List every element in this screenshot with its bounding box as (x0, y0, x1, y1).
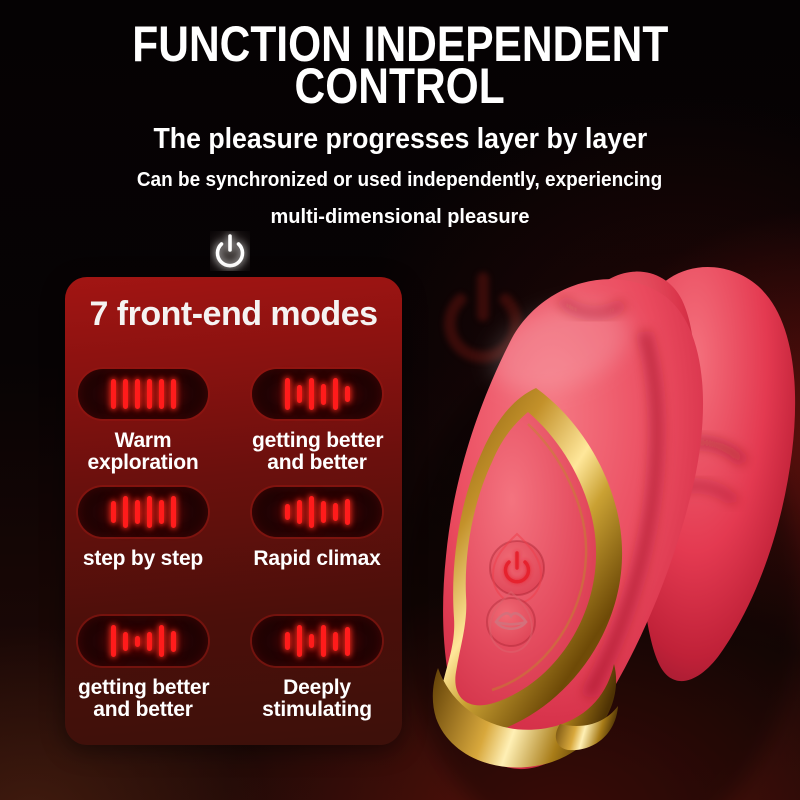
power-icon (215, 234, 245, 268)
power-button-icon (503, 551, 531, 584)
page-title-line2: CONTROL (294, 58, 506, 114)
waveform-icon (78, 487, 208, 537)
gold-frame (439, 388, 623, 737)
waveform-icon (78, 369, 208, 419)
mode-label: step by step (82, 547, 204, 570)
mode-rapid-climax: Rapid climax (252, 487, 382, 570)
waveform-icon (78, 616, 208, 666)
page-subtitle: The pleasure progresses layer by layer (153, 123, 647, 155)
mode-step-by-step: step by step (78, 487, 208, 570)
panel-heading: 7 front-end modes (89, 295, 378, 333)
product-lips-button (486, 590, 536, 654)
waveform-icon (252, 616, 382, 666)
lips-icon (494, 612, 528, 631)
mode-label: Rapid climax (253, 547, 381, 570)
page-title-line1: FUNCTION INDEPENDENT (131, 16, 668, 72)
product-face (455, 412, 597, 706)
product-back-lobe (640, 267, 796, 682)
description-line1: Can be synchronized or used independentl… (137, 169, 663, 191)
product-power-button (489, 532, 545, 605)
product-mid-lobe (585, 271, 695, 598)
waveform-icon (252, 369, 382, 419)
gold-flourish (432, 664, 617, 768)
power-watermark-icon (443, 272, 523, 363)
waveform-icon (252, 487, 382, 537)
description-line2: multi-dimensional pleasure (270, 206, 530, 228)
